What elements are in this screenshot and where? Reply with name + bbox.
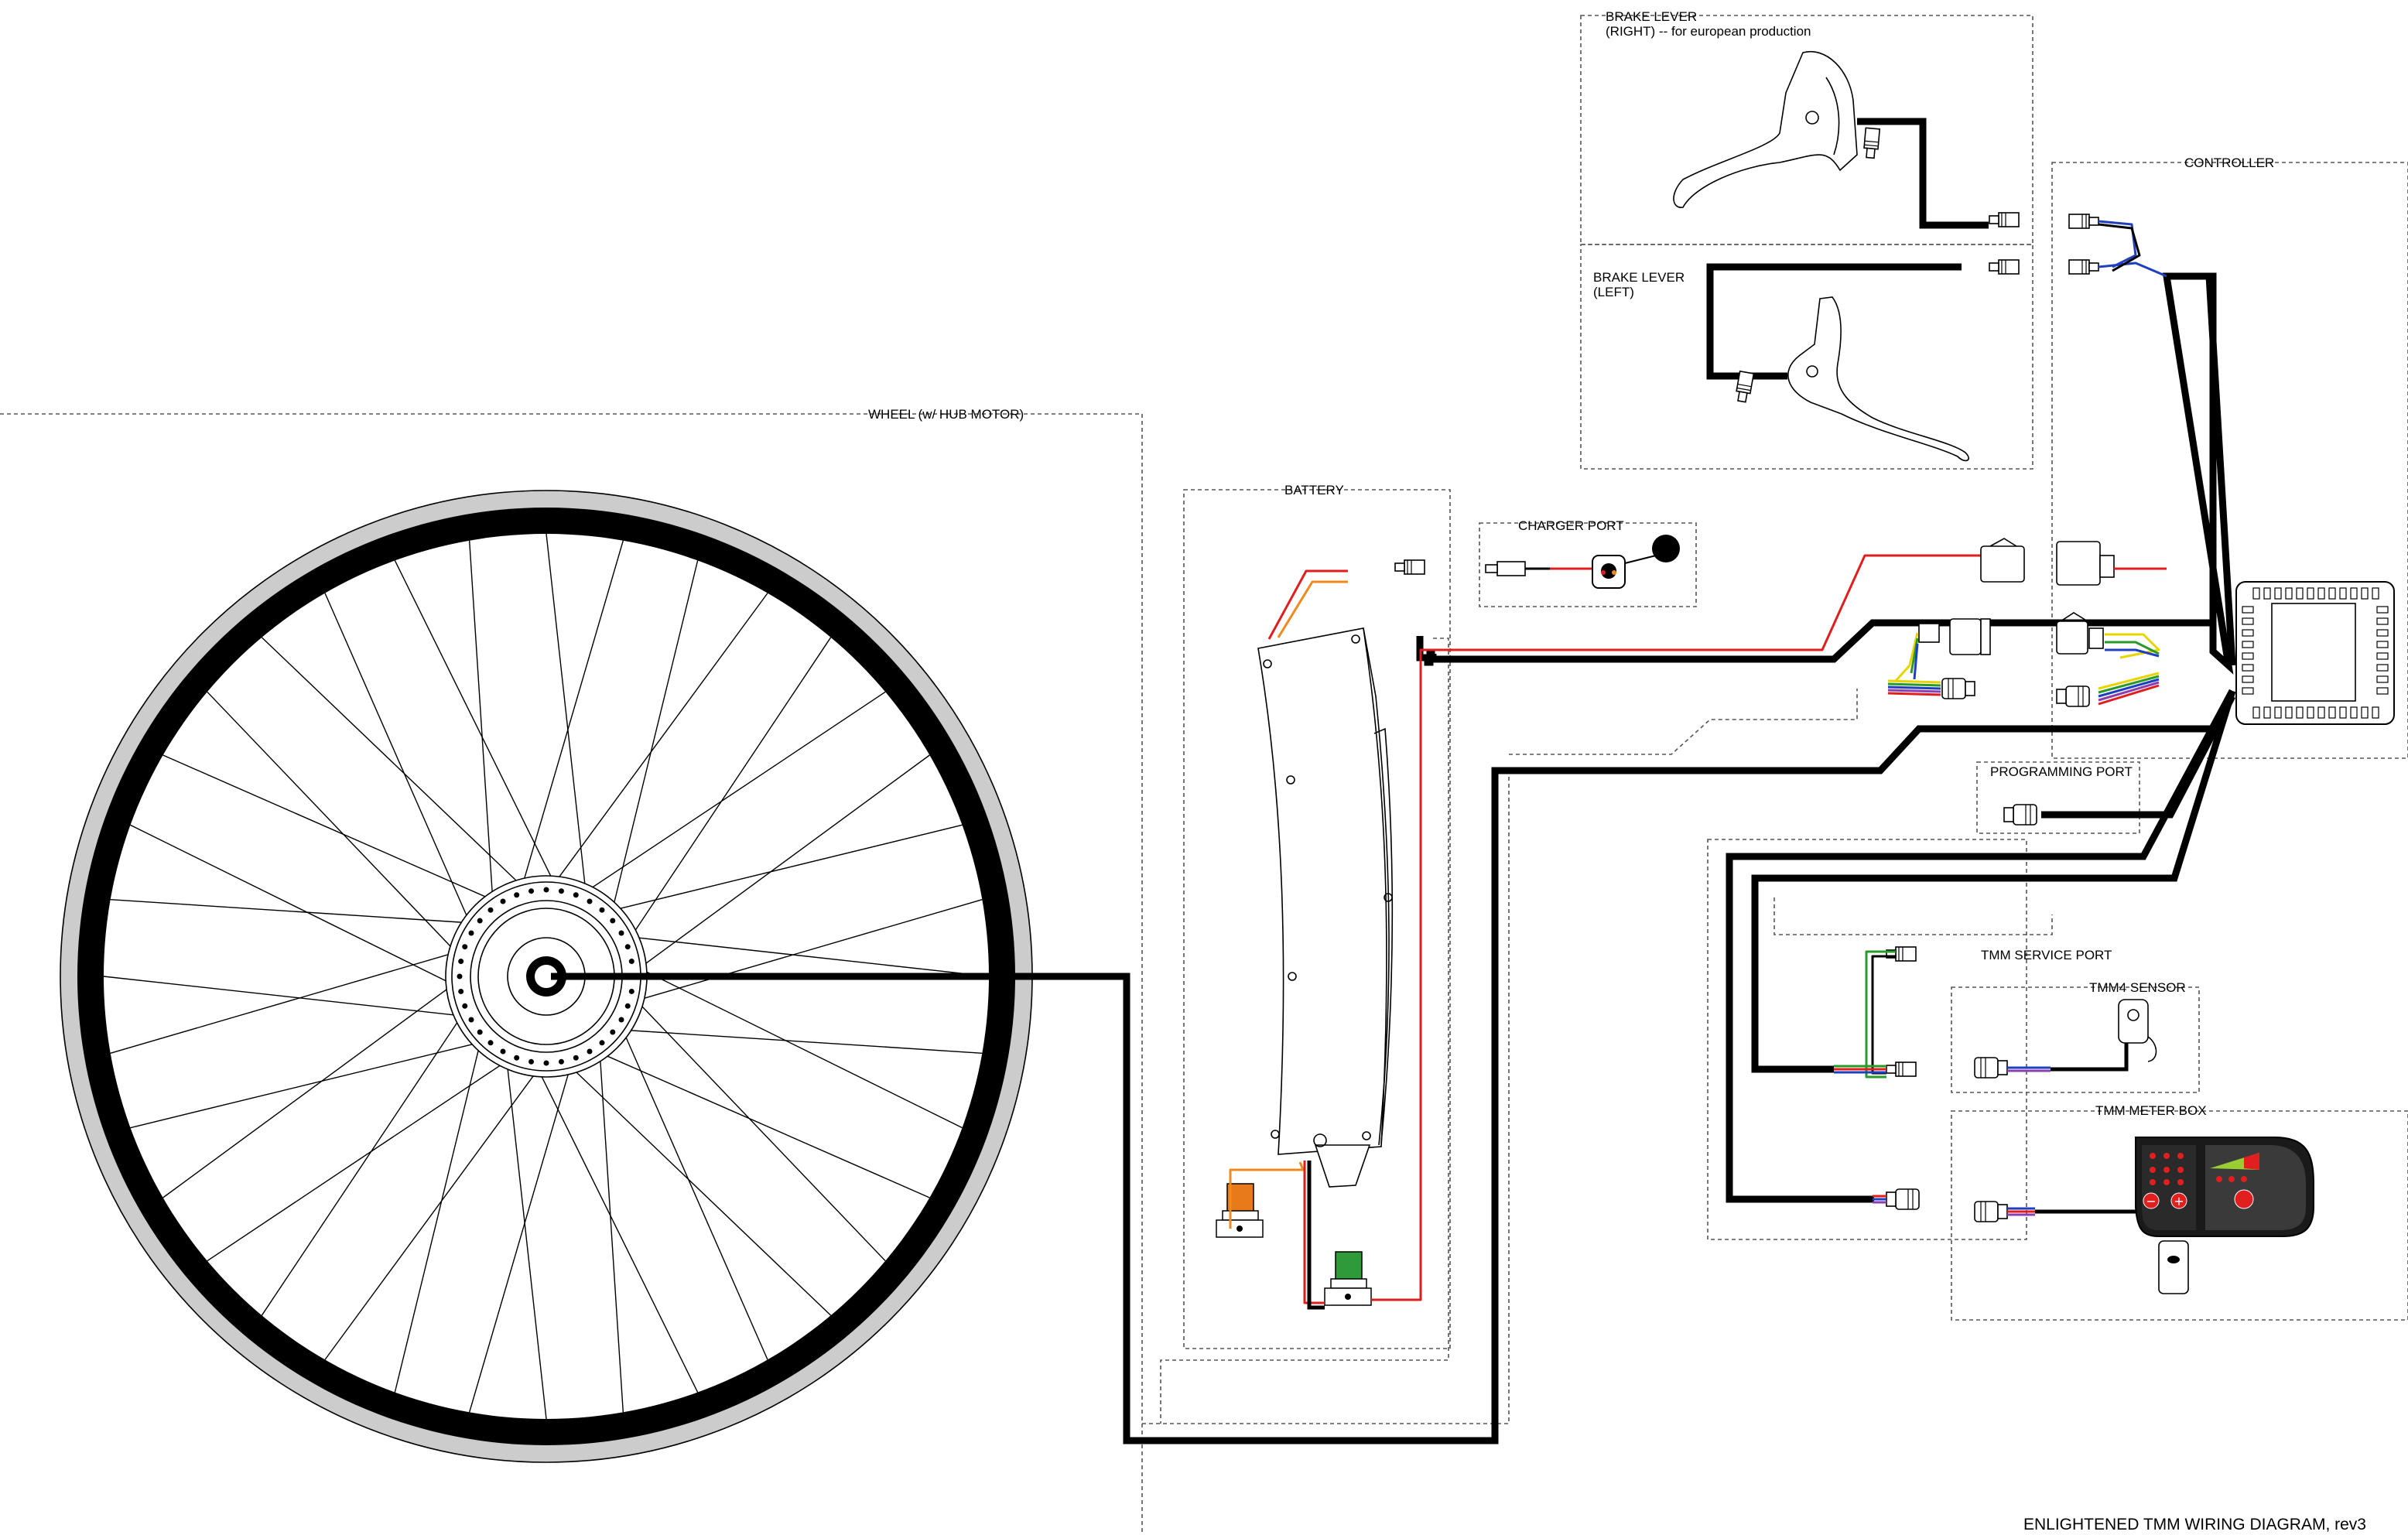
brake-left-label: BRAKE LEVER — [1593, 270, 1685, 285]
motor-cable — [551, 689, 2236, 1444]
tmm4-sensor-label: TMM4 SENSOR — [2089, 980, 2186, 995]
brake-right-cable — [1857, 118, 1989, 229]
meter-leds — [2150, 1153, 2247, 1185]
tmm-service-port-label: TMM SERVICE PORT — [1981, 948, 2112, 962]
battery-screw — [1271, 1130, 1280, 1139]
brake-lever-left — [1734, 259, 2020, 462]
tmm-meter-box-box — [1951, 1110, 2408, 1321]
tmm4-sensor-box — [1951, 986, 2200, 1093]
battery-side — [1363, 627, 1390, 1146]
battery-guide — [1160, 638, 1449, 1424]
tmm-meter-box-label: TMM METER BOX — [2095, 1103, 2207, 1118]
battery-screw — [1288, 972, 1297, 981]
tmm-meter-box: − + — [1974, 1137, 2314, 1294]
diagram-title: ENLIGHTENED TMM WIRING DIAGRAM, rev3 — [2023, 1516, 2366, 1533]
wheel-guide — [1142, 774, 1510, 1424]
battery-fuse-green — [1324, 1251, 1372, 1306]
controller-guide — [1509, 689, 1858, 755]
battery-screw — [1362, 1131, 1371, 1140]
hub-motor — [445, 875, 648, 1078]
battery-label: BATTERY — [1284, 483, 1344, 497]
meter-power-button — [2234, 1189, 2254, 1209]
tmm4-sensor-body — [2118, 999, 2149, 1044]
brake-right-label: BRAKE LEVER — [1606, 9, 1697, 24]
controller — [1887, 214, 2395, 725]
wheel-label: WHEEL (w/ HUB MOTOR) — [868, 407, 1024, 422]
charger-port-box — [1479, 522, 1697, 607]
programming-port-label: PROGRAMMING PORT — [1990, 764, 2133, 779]
programming-port-box — [1976, 761, 2140, 834]
tmm-guide — [1774, 897, 2053, 935]
controller-box — [2051, 162, 2408, 759]
controller-label: CONTROLLER — [2184, 156, 2274, 170]
battery-box — [1183, 489, 1451, 1349]
brake-right-sublabel: (RIGHT) -- for european production — [1606, 24, 1811, 39]
meter-mount — [2158, 1240, 2189, 1294]
wheel-spokes — [103, 533, 990, 1420]
meter-plus-label: + — [2174, 1194, 2184, 1209]
battery-body — [1257, 627, 1387, 1155]
to-controller-cable — [2167, 272, 2236, 666]
battery-fuse-orange — [1216, 1183, 1264, 1238]
brake-left-box — [1580, 244, 2033, 470]
brake-lever-right — [1673, 50, 2020, 227]
battery-main-cable — [1416, 619, 2211, 666]
meter-plus-button — [2170, 1192, 2187, 1209]
tmm4-sensor — [1974, 999, 2157, 1079]
meter-minus-button — [2143, 1192, 2160, 1209]
battery-screw — [1263, 659, 1272, 668]
meter-minus-label: − — [2146, 1194, 2156, 1209]
tmm-service-port — [1834, 946, 1920, 1210]
battery-screw — [1351, 634, 1360, 644]
brake-left-sublabel: (LEFT) — [1593, 285, 1634, 299]
to-programming-cable — [2041, 694, 2235, 819]
to-tmm-sensor-cable — [1751, 689, 2236, 1073]
battery-screw — [1384, 893, 1393, 902]
to-tmm-service-cable — [1726, 689, 2235, 1203]
battery — [1216, 554, 1981, 1310]
charger-port — [1485, 535, 1680, 589]
charger-port-label: CHARGER PORT — [1518, 518, 1624, 533]
wheel-box — [0, 413, 1143, 1535]
labels: WHEEL (w/ HUB MOTOR) BATTERY CHARGER POR… — [868, 9, 2366, 1533]
tmm-group-box — [1707, 839, 2027, 1240]
battery-screw — [1286, 775, 1295, 785]
wheel — [60, 490, 1033, 1463]
group-boxes — [0, 15, 2408, 1535]
programming-port — [2003, 804, 2037, 826]
main-cables — [551, 118, 2236, 1444]
